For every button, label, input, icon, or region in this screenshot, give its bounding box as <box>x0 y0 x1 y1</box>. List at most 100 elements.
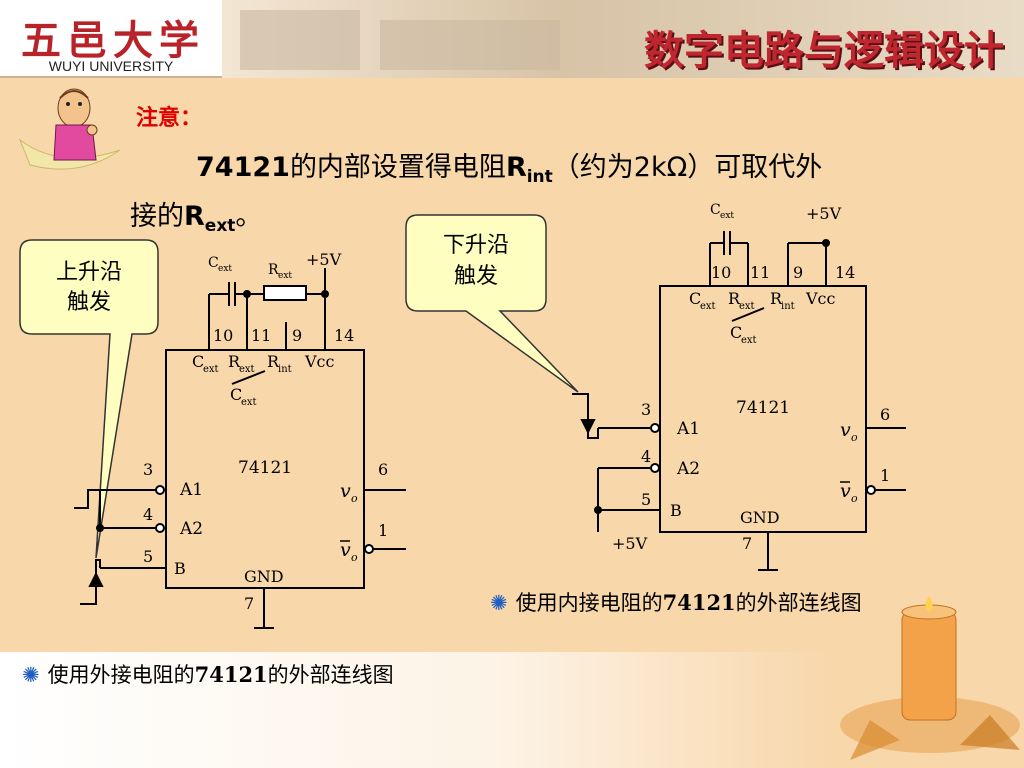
label-subscript: ext <box>278 271 292 281</box>
course-title: 数字电路与逻辑设计 <box>644 28 1004 74</box>
caption-internal: ✺使用内接电阻的74121的外部连线图 <box>490 587 862 617</box>
chip-body <box>659 285 867 533</box>
slide-header: 五邑大学 WUYI UNIVERSITY 数字电路与逻辑设计 <box>0 0 1024 78</box>
left-circuit-labels: C ext R ext +5V 10 11 9 14 C ext R ext R… <box>143 250 388 613</box>
note-text: （约为2kΩ）可取代外 <box>552 152 823 183</box>
pin-number: 4 <box>641 447 651 466</box>
pin-number: 9 <box>292 326 302 345</box>
header-building-photo <box>380 20 560 70</box>
logo-chinese-name: 五邑大学 <box>21 17 205 64</box>
r-ext-symbol: R <box>184 201 205 232</box>
pin-label-cext: C <box>730 323 742 342</box>
label-subscript: int <box>781 301 795 312</box>
caption-external: ✺ 使用外接电阻的74121的外部连线图 <box>22 659 394 689</box>
candle-decoration-icon <box>840 596 1020 760</box>
note-paragraph: 74121的内部设置得电阻Rint（约为2kΩ）可取代外 接的Rext。 <box>130 148 970 246</box>
callout-text: 触发 <box>67 290 111 315</box>
logo-english-name: WUYI UNIVERSITY <box>48 58 174 74</box>
pin-label-vcc: Vcc <box>805 289 836 308</box>
callout-rising-edge: 上升沿 触发 <box>19 239 159 559</box>
label-supply: +5V <box>612 534 648 553</box>
callout-text: 触发 <box>454 264 498 289</box>
label-subscript: ext <box>203 364 219 375</box>
pin-number: 9 <box>793 263 803 282</box>
label-subscript: ext <box>241 397 257 408</box>
pin-label-cext: C <box>689 289 701 308</box>
label-subscript: o <box>351 492 358 505</box>
note-text: 接的 <box>130 201 184 232</box>
pin-number: 7 <box>742 534 752 553</box>
pin-label-b: B <box>670 501 682 520</box>
pin-label-vcc: Vcc <box>304 352 335 371</box>
pin-label-a1: A1 <box>676 419 700 439</box>
pin-number: 3 <box>641 400 651 419</box>
pin-label-rint: R <box>267 352 280 371</box>
pin-number: 10 <box>213 326 233 345</box>
pin-label-vo-bar: v <box>340 539 351 561</box>
label-cext: C <box>710 202 721 218</box>
label-rext: R <box>268 262 279 278</box>
resistor-icon <box>263 285 307 301</box>
chip-number: 74121 <box>196 152 290 183</box>
pin-label-b: B <box>174 559 186 578</box>
chip-name: 74121 <box>736 398 790 418</box>
callout-falling-edge: 下升沿 触发 <box>405 214 579 393</box>
pin-number: 11 <box>251 326 271 345</box>
pin-number: 10 <box>711 263 731 282</box>
label-subscript: o <box>851 492 858 505</box>
pin-number: 7 <box>244 594 254 613</box>
label-subscript: ext <box>741 335 757 346</box>
pin-label-gnd: GND <box>740 508 780 527</box>
caption-text: 的外部连线图 <box>735 591 862 615</box>
pin-label-a1: A1 <box>179 480 203 500</box>
bottom-band <box>0 652 830 768</box>
caption-text: 使用外接电阻的 <box>47 663 195 687</box>
caption-chip: 74121 <box>194 662 268 687</box>
pin-number: 14 <box>334 326 354 345</box>
right-circuit <box>572 231 906 571</box>
professor-cartoon-icon <box>18 88 121 170</box>
note-text: 。 <box>235 201 263 232</box>
pin-label-rint: R <box>770 289 783 308</box>
bullet-star-icon: ✺ <box>22 663 40 687</box>
label-subscript: ext <box>239 364 255 375</box>
label-subscript: o <box>851 431 858 444</box>
label-supply: +5V <box>306 250 342 269</box>
pin-label-gnd: GND <box>244 567 284 586</box>
pin-number: 6 <box>378 460 388 479</box>
label-supply: +5V <box>806 204 842 223</box>
callout-text: 下升沿 <box>443 233 509 258</box>
caption-chip: 74121 <box>662 590 736 615</box>
r-ext-subscript: ext <box>204 216 236 236</box>
label-subscript: int <box>278 364 292 375</box>
pin-number: 6 <box>880 405 890 424</box>
header-building-photo <box>240 10 360 70</box>
pin-label-rext: R <box>728 289 741 308</box>
pin-label-vo: v <box>340 480 351 502</box>
label-subscript: ext <box>720 211 734 221</box>
note-text: 的内部设置得电阻 <box>289 152 506 183</box>
right-circuit-labels: C ext +5V 10 11 9 1 4 C ext R ext R int V… <box>612 202 890 553</box>
callout-text: 上升沿 <box>56 260 122 285</box>
university-logo: 五邑大学 WUYI UNIVERSITY <box>0 0 222 78</box>
bullet-star-icon: ✺ <box>490 591 508 615</box>
pin-number: 1 <box>378 521 388 540</box>
pin-number: 11 <box>750 263 770 282</box>
r-int-symbol: R <box>505 152 527 183</box>
pin-label-a2: A2 <box>676 459 700 479</box>
pin-label-cext: C <box>192 352 204 371</box>
pin-label-rext: R <box>228 352 241 371</box>
r-int-subscript: int <box>526 167 553 187</box>
pin-label-cext: C <box>230 385 242 404</box>
label-subscript: ext <box>739 301 755 312</box>
left-circuit <box>74 268 406 629</box>
caption-text: 的外部连线图 <box>267 663 394 687</box>
pin-label-vo-bar: v <box>840 480 851 502</box>
pin-number: 1 <box>880 466 890 485</box>
label-subscript: ext <box>218 264 232 274</box>
note-label: 注意： <box>136 106 203 131</box>
label-cext: C <box>208 255 219 271</box>
pin-number: 3 <box>143 460 153 479</box>
pin-label-vo: v <box>840 419 851 441</box>
